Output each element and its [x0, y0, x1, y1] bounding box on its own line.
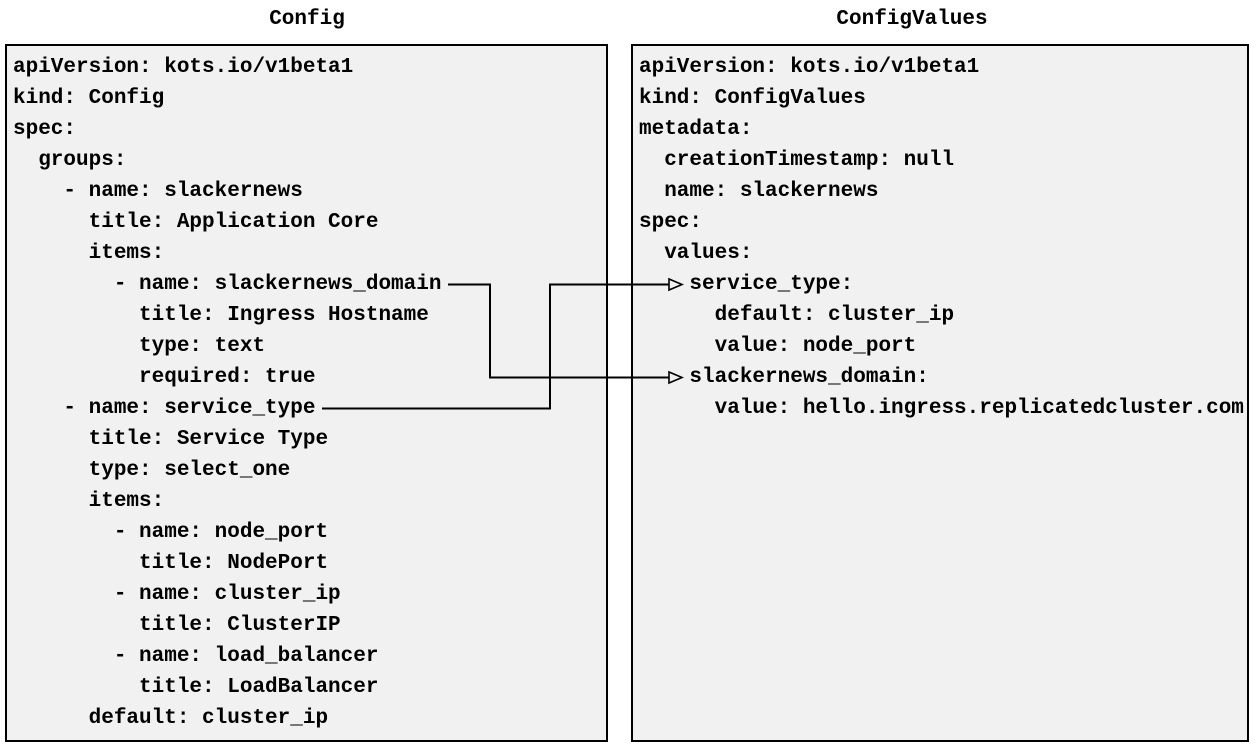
- yaml-line: - name: service_type: [13, 397, 316, 420]
- yaml-line: groups:: [13, 149, 127, 172]
- yaml-line: - name: cluster_ip: [13, 583, 341, 606]
- yaml-line: slackernews_domain:: [639, 366, 929, 389]
- yaml-line: metadata:: [639, 118, 753, 141]
- yaml-line: - name: node_port: [13, 521, 329, 544]
- yaml-line: title: Application Core: [13, 211, 379, 234]
- yaml-line: default: cluster_ip: [639, 304, 955, 327]
- yaml-line: service_type:: [639, 273, 854, 296]
- yaml-line: value: node_port: [639, 335, 917, 358]
- yaml-line: title: ClusterIP: [13, 614, 341, 637]
- right-panel-title: ConfigValues: [836, 8, 988, 31]
- yaml-line: spec:: [13, 118, 77, 141]
- yaml-line: items:: [13, 490, 165, 513]
- config-yaml-panel: apiVersion: kots.io/v1beta1 kind: Config s…: [5, 44, 608, 742]
- yaml-line: - name: slackernews: [13, 180, 303, 203]
- yaml-line: default: cluster_ip: [13, 707, 329, 730]
- yaml-line: required: true: [13, 366, 316, 389]
- configvalues-yaml-code: apiVersion: kots.io/v1beta1 kind: ConfigV…: [633, 46, 1247, 424]
- yaml-line: value: hello.ingress.replicatedcluster.c…: [639, 397, 1244, 420]
- yaml-line: spec:: [639, 211, 703, 234]
- yaml-line: - name: load_balancer: [13, 645, 379, 668]
- left-panel-title: Config: [269, 8, 345, 31]
- yaml-line: items:: [13, 242, 165, 265]
- yaml-line: apiVersion: kots.io/v1beta1: [13, 56, 354, 79]
- yaml-line: title: LoadBalancer: [13, 676, 379, 699]
- yaml-line: apiVersion: kots.io/v1beta1: [639, 56, 980, 79]
- yaml-line: title: Service Type: [13, 428, 329, 451]
- yaml-line: - name: slackernews_domain: [13, 273, 442, 296]
- configvalues-yaml-panel: apiVersion: kots.io/v1beta1 kind: ConfigV…: [631, 44, 1249, 742]
- yaml-line: kind: Config: [13, 87, 165, 110]
- yaml-line: creationTimestamp: null: [639, 149, 955, 172]
- config-yaml-code: apiVersion: kots.io/v1beta1 kind: Config s…: [7, 46, 606, 734]
- yaml-line: name: slackernews: [639, 180, 879, 203]
- yaml-line: type: text: [13, 335, 266, 358]
- yaml-line: type: select_one: [13, 459, 291, 482]
- yaml-line: title: NodePort: [13, 552, 329, 575]
- yaml-line: values:: [639, 242, 753, 265]
- yaml-line: kind: ConfigValues: [639, 87, 866, 110]
- yaml-line: title: Ingress Hostname: [13, 304, 429, 327]
